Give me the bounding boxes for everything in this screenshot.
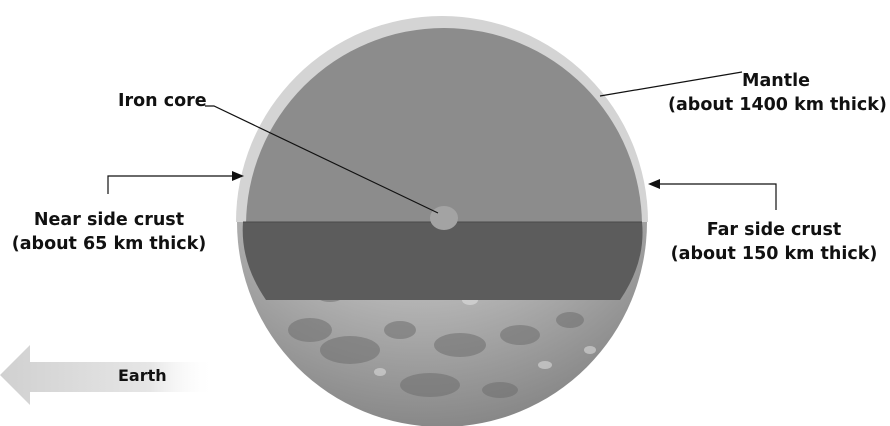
far-side-leader (656, 184, 776, 210)
near-side-crust-label: Near side crust (about 65 km thick) (4, 208, 214, 256)
cut-plane (243, 222, 643, 300)
earth-arrow (0, 345, 215, 405)
near-side-title: Near side crust (4, 208, 214, 232)
mantle-title: Mantle (668, 69, 884, 93)
mantle-label: Mantle (about 1400 km thick) (668, 69, 884, 117)
iron-core-text: Iron core (118, 89, 207, 113)
iron-core (430, 206, 458, 230)
earth-label: Earth (118, 366, 167, 385)
near-side-thickness: (about 65 km thick) (4, 232, 214, 256)
far-side-title: Far side crust (668, 218, 880, 242)
far-side-thickness: (about 150 km thick) (668, 242, 880, 266)
iron-core-label: Iron core (118, 89, 207, 113)
far-side-crust-label: Far side crust (about 150 km thick) (668, 218, 880, 266)
near-side-leader (108, 176, 236, 194)
mantle-thickness: (about 1400 km thick) (668, 93, 884, 117)
